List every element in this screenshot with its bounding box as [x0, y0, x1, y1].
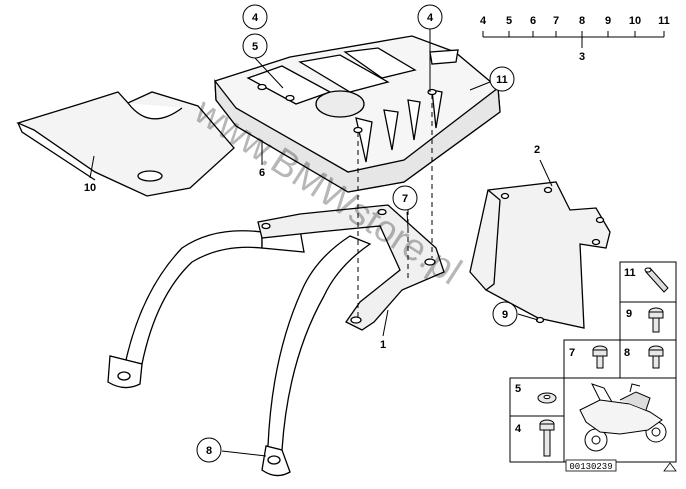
svg-text:7: 7	[402, 193, 408, 205]
pin-icon	[644, 267, 669, 293]
callout-9-bracket: 9	[492, 301, 518, 327]
bolt-icon	[648, 345, 664, 369]
svg-text:11: 11	[496, 74, 508, 86]
svg-text:8: 8	[624, 347, 630, 359]
parts-row-8: 8	[624, 345, 664, 369]
callout-7: 7	[392, 185, 418, 211]
callout-4-right: 4	[417, 4, 443, 30]
svg-text:4: 4	[427, 12, 434, 24]
svg-text:8: 8	[206, 445, 212, 457]
svg-text:4: 4	[252, 12, 259, 24]
parts-row-4: 4	[515, 419, 555, 457]
bracket-part	[469, 181, 611, 329]
label-6: 6	[259, 167, 265, 179]
parts-row-9: 9	[626, 307, 664, 333]
parts-row-7: 7	[569, 345, 608, 369]
carrier-plate-part	[214, 35, 501, 193]
label-10: 10	[84, 182, 96, 194]
svg-text:00130239: 00130239	[569, 462, 612, 472]
callout-4-top: 4	[242, 4, 268, 30]
triangle-mark	[663, 462, 677, 472]
cover-plate-part	[16, 91, 235, 197]
set-bracket: 4 5 6 7 8 9 10 11 3	[480, 15, 670, 63]
svg-text:5: 5	[252, 41, 258, 53]
svg-text:3: 3	[579, 51, 585, 63]
svg-text:9: 9	[502, 309, 508, 321]
callout-8: 8	[196, 437, 222, 463]
label-2: 2	[534, 144, 540, 156]
bolt-icon	[648, 307, 664, 333]
svg-text:11: 11	[658, 15, 670, 27]
svg-text:6: 6	[530, 15, 536, 27]
svg-text:9: 9	[605, 15, 611, 27]
svg-text:7: 7	[569, 347, 575, 359]
motorcycle-thumbnail	[579, 383, 667, 452]
parts-table: 11 9 7 8	[509, 261, 677, 472]
label-1: 1	[380, 339, 386, 351]
ref-code-box: 00130239	[565, 459, 617, 472]
bolt-icon	[592, 345, 608, 369]
parts-row-11: 11	[624, 267, 669, 293]
leader-lines	[89, 29, 553, 457]
svg-text:4: 4	[480, 15, 487, 27]
svg-text:8: 8	[579, 15, 585, 27]
svg-text:5: 5	[506, 15, 512, 27]
tube-frame-part	[107, 204, 445, 477]
callout-5: 5	[242, 33, 268, 59]
svg-text:9: 9	[626, 308, 632, 320]
parts-row-5: 5	[515, 383, 557, 404]
svg-text:7: 7	[553, 15, 559, 27]
svg-text:4: 4	[515, 423, 522, 435]
svg-text:5: 5	[515, 383, 521, 395]
svg-text:11: 11	[624, 267, 636, 279]
washer-icon	[537, 392, 557, 404]
svg-text:10: 10	[629, 15, 641, 27]
bolt-icon	[539, 419, 555, 457]
callout-11: 11	[489, 66, 515, 92]
